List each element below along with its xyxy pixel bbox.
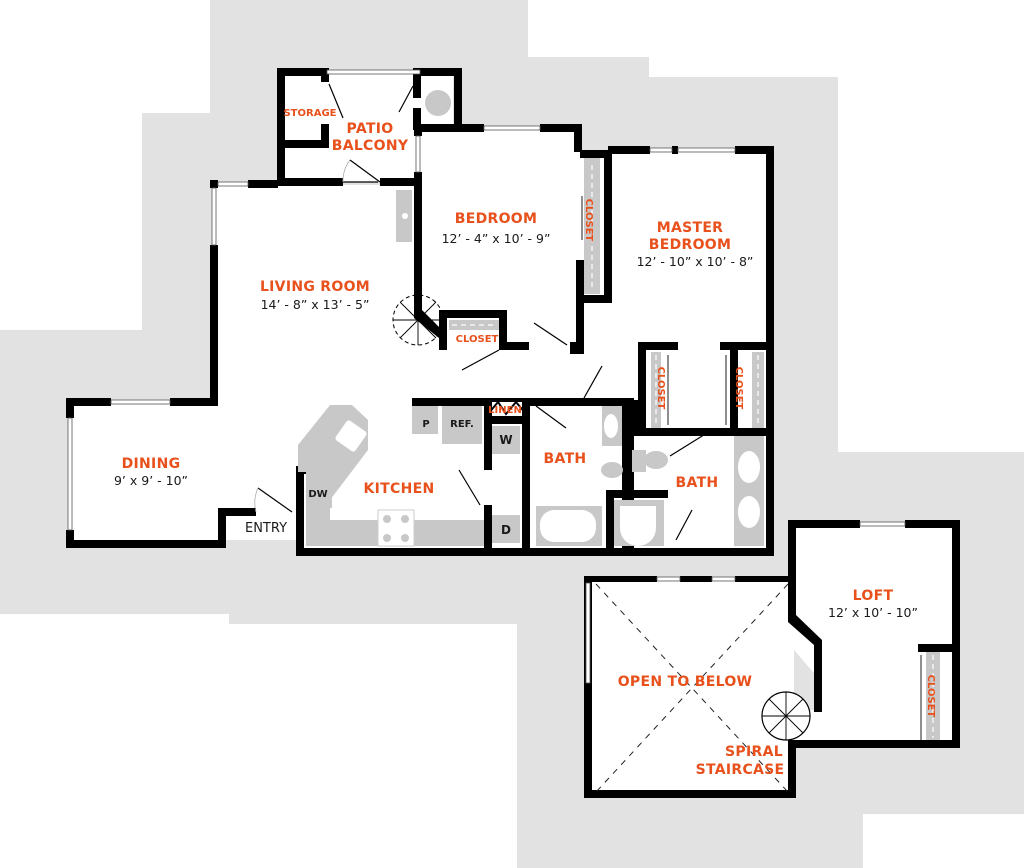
spiral-staircase-label-line1: SPIRAL [725,744,783,760]
master-label-line2: BEDROOM [649,237,731,253]
dryer-label: D [501,523,511,537]
upper-windows [585,521,906,684]
walls [66,68,774,556]
doors[interactable] [254,83,922,740]
master-closet-left-label: CLOSET [655,367,666,410]
windows [67,69,736,531]
spiral-staircase-label-line2: STAIRCASE [696,762,785,778]
master-dims: 12’ - 10” x 10’ - 8” [637,254,754,269]
patio-label-line2: BALCONY [332,138,409,154]
washer-label: W [499,433,512,447]
dishwasher-label: DW [308,489,327,500]
spiral-staircase-lower-icon [392,294,444,346]
loft-closet-label: CLOSET [925,675,936,718]
master-closet-right-label: CLOSET [733,367,744,410]
fixtures [298,90,940,740]
kitchen-label: KITCHEN [364,481,435,497]
refrigerator-label: REF. [450,419,474,430]
dining-dims: 9’ x 9’ - 10” [114,473,188,488]
bath2-label: BATH [676,475,719,491]
bedroom-label: BEDROOM [455,211,537,227]
entry-label: ENTRY [245,521,287,536]
storage-label: STORAGE [283,108,336,119]
dining-label: DINING [122,456,181,472]
bedroom-closet-label: CLOSET [583,199,594,242]
spiral-staircase-upper-icon [761,691,811,741]
loft-label: LOFT [853,588,894,604]
open-to-below-label: OPEN TO BELOW [618,674,753,690]
loft-dims: 12’ x 10’ - 10” [828,605,918,620]
living-room-label: LIVING ROOM [260,279,370,295]
linen-label: LINEN [488,405,522,416]
bath1-label: BATH [544,451,587,467]
upper-walls [584,520,960,798]
patio-label-line1: PATIO [347,121,394,137]
living-room-dims: 14’ - 8” x 13’ - 5” [261,297,370,312]
master-label-line1: MASTER [657,220,724,236]
cooktop [377,509,415,547]
bedroom-dims: 12’ - 4” x 10’ - 9” [442,231,551,246]
bedroom-small-closet-label: CLOSET [456,334,499,345]
water-heater-icon [425,90,451,116]
pantry-label: P [422,419,429,430]
